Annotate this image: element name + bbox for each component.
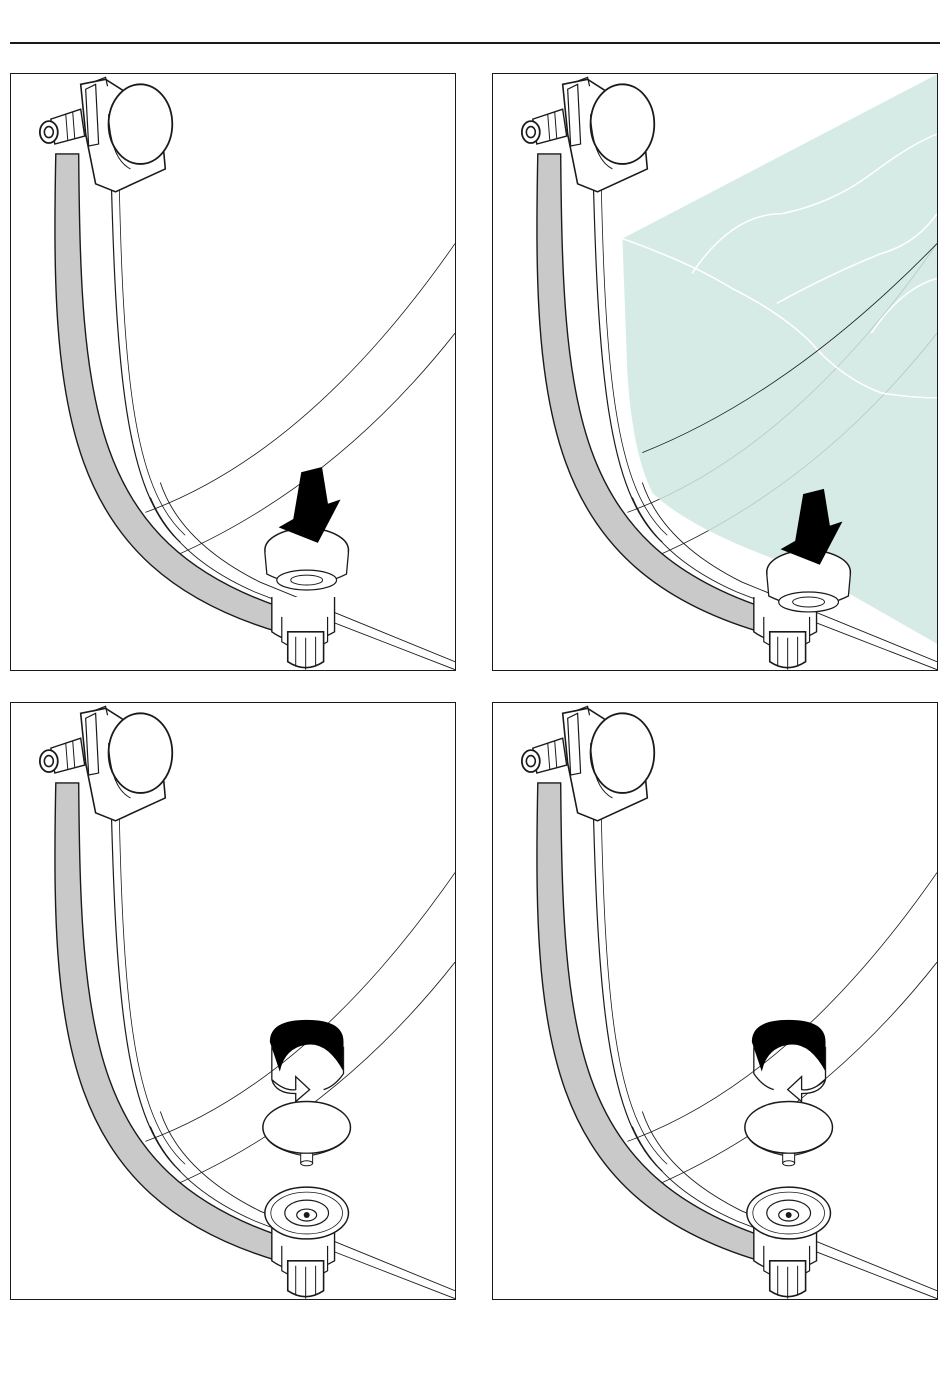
panel-press-close	[10, 73, 456, 671]
panel-remove-ccw	[10, 702, 456, 1300]
removed-plug	[745, 1102, 833, 1239]
illustration-press	[11, 74, 455, 670]
panel-press-drain	[492, 73, 938, 671]
press-arrow-icon	[280, 468, 340, 543]
illustration-water	[493, 74, 937, 670]
panel-remove-cw	[492, 702, 938, 1300]
rotate-cw-icon	[752, 1020, 826, 1102]
header-rule	[10, 42, 940, 44]
illustration-remove-ccw	[11, 703, 455, 1299]
removed-plug	[263, 1102, 351, 1239]
rotate-ccw-icon	[270, 1020, 344, 1102]
illustration-remove-cw	[493, 703, 937, 1299]
